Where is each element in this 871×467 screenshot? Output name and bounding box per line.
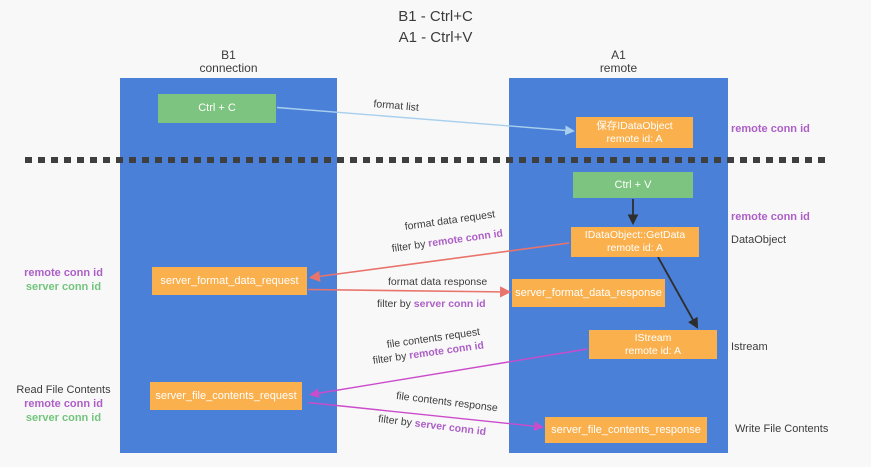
filter-by-server-conn-id-label-2: filter by server conn id — [378, 413, 487, 438]
lane-b1-role: connection — [199, 61, 258, 75]
remote-conn-id-annotation-top: remote conn id — [731, 123, 810, 135]
remote-conn-id-annotation-mid: remote conn id — [731, 211, 810, 223]
write-file-contents-annotation: Write File Contents — [735, 423, 829, 435]
lane-header-b1: B1 connection — [120, 49, 337, 75]
server-file-contents-request-label: server_file_contents_request — [155, 389, 297, 402]
title-line-1: B1 - Ctrl+C — [398, 8, 473, 25]
save-idataobject-node: 保存IDataObject remote id: A — [576, 117, 693, 148]
format-data-response-label: format data response — [388, 276, 488, 288]
dashed-divider-line — [25, 157, 831, 163]
server-format-data-request-node: server_format_data_request — [152, 267, 307, 295]
istream-line1: IStream — [634, 331, 672, 344]
lane-b1-name: B1 — [221, 48, 236, 62]
read-file-contents-annotation: Read File Contents — [16, 384, 111, 396]
remote-conn-id-annotation: remote conn id — [24, 398, 103, 410]
left-bottom-annotation: Read File Contents remote conn id server… — [10, 383, 117, 425]
server-conn-id-annotation: server conn id — [25, 281, 102, 293]
server-format-data-request-label: server_format_data_request — [160, 274, 299, 287]
getdata-line1: IDataObject::GetData — [584, 229, 686, 241]
getdata-line2: remote id: A — [606, 242, 664, 254]
format-data-response-arrow — [307, 286, 512, 298]
server-file-contents-request-node: server_file_contents_request — [150, 382, 302, 410]
lane-header-a1: A1 remote — [509, 49, 728, 75]
ctrl-v-label: Ctrl + V — [614, 178, 652, 191]
istream-annotation: Istream — [731, 341, 768, 353]
filter-prefix: filter by — [377, 298, 411, 310]
lane-a1-role: remote — [599, 61, 638, 75]
filter-prefix: filter by — [377, 413, 413, 430]
format-list-label: format list — [372, 98, 420, 114]
server-file-contents-response-label: server_file_contents_response — [551, 423, 701, 436]
save-idataobject-line1: 保存IDataObject — [596, 119, 673, 132]
server-conn-id-term: server conn id — [414, 417, 487, 439]
filter-prefix: filter by — [372, 350, 408, 367]
diagram-title: B1 - Ctrl+C A1 - Ctrl+V — [0, 6, 871, 48]
istream-line2: remote id: A — [624, 344, 682, 357]
server-format-data-response-label: server_format_data_response — [515, 286, 662, 299]
server-file-contents-response-node: server_file_contents_response — [545, 417, 707, 443]
filter-by-server-conn-id-label-1: filter by server conn id — [377, 298, 486, 310]
title-line-2: A1 - Ctrl+V — [398, 29, 473, 46]
save-idataobject-line2: remote id: A — [606, 132, 663, 145]
server-conn-id-annotation: server conn id — [25, 412, 102, 424]
remote-conn-id-term: remote conn id — [427, 227, 504, 250]
ctrl-c-label: Ctrl + C — [198, 102, 236, 114]
lane-a1-name: A1 — [611, 48, 626, 62]
filter-prefix: filter by — [391, 238, 427, 255]
idataobject-getdata-node: IDataObject::GetData remote id: A — [571, 227, 699, 257]
ctrl-v-node: Ctrl + V — [573, 172, 693, 198]
remote-conn-id-annotation: remote conn id — [24, 267, 103, 279]
dataobject-annotation: DataObject — [731, 234, 787, 246]
server-conn-id-term: server conn id — [413, 298, 486, 310]
file-contents-response-label: file contents response — [395, 390, 499, 415]
ctrl-c-node: Ctrl + C — [158, 94, 276, 123]
left-mid-annotation: remote conn id server conn id — [10, 266, 117, 294]
istream-node: IStream remote id: A — [589, 330, 717, 359]
server-format-data-response-node: server_format_data_response — [512, 279, 665, 307]
